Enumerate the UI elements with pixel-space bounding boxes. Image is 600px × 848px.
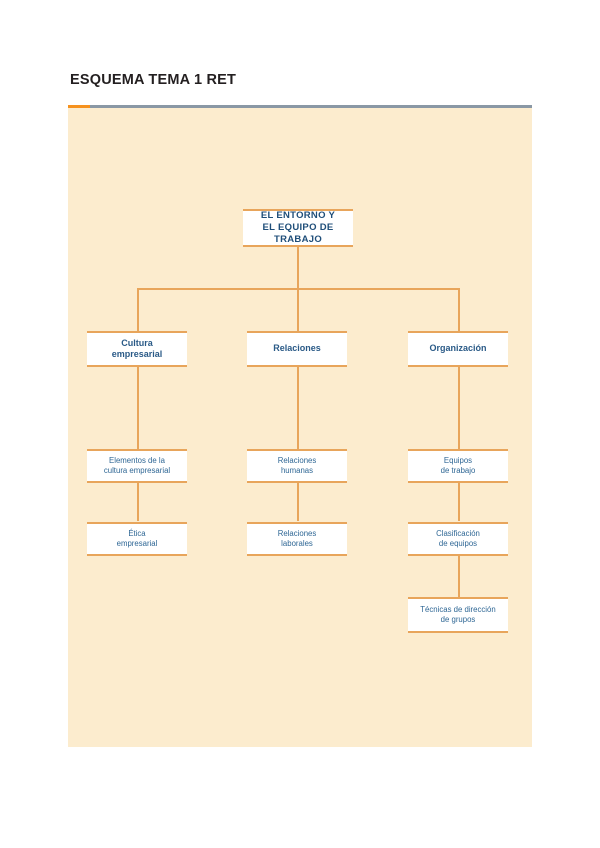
node-relaciones-laborales-label: Relaciones laborales — [277, 529, 317, 548]
node-etica-empresarial[interactable]: Ética empresarial — [87, 522, 187, 556]
connector-bus-to-cultura — [137, 288, 139, 331]
node-equipos-de-trabajo-label: Equipos de trabajo — [440, 456, 476, 475]
node-cultura-empresarial-label: Cultura empresarial — [111, 337, 163, 359]
page-title: ESQUEMA TEMA 1 RET — [70, 72, 237, 88]
title-divider — [68, 105, 532, 108]
node-relaciones-humanas-label: Relaciones humanas — [277, 456, 317, 475]
connector-bus-to-organizacion — [458, 288, 460, 331]
node-cultura-empresarial[interactable]: Cultura empresarial — [87, 331, 187, 367]
node-elementos-cultura-empresarial-label: Elementos de la cultura empresarial — [103, 456, 171, 475]
node-root[interactable]: EL ENTORNO Y EL EQUIPO DE TRABAJO — [243, 209, 353, 247]
connector-equipos-to-clasificacion — [458, 482, 460, 521]
node-tecnicas-de-direccion-de-grupos-label: Técnicas de dirección de grupos — [420, 605, 496, 624]
connector-elementos-to-etica — [137, 482, 139, 521]
node-organizacion[interactable]: Organización — [408, 331, 508, 367]
node-equipos-de-trabajo[interactable]: Equipos de trabajo — [408, 449, 508, 483]
divider-line — [90, 105, 532, 108]
node-etica-empresarial-label: Ética empresarial — [116, 529, 158, 548]
node-clasificacion-de-equipos[interactable]: Clasificación de equipos — [408, 522, 508, 556]
connector-cultura-to-elementos — [137, 357, 139, 449]
divider-accent-segment — [68, 105, 90, 108]
node-relaciones-laborales[interactable]: Relaciones laborales — [247, 522, 347, 556]
connector-humanas-to-laborales — [297, 482, 299, 521]
diagram-panel: EL ENTORNO Y EL EQUIPO DE TRABAJO Cultur… — [68, 108, 532, 747]
node-relaciones-label: Relaciones — [273, 343, 321, 354]
connector-organizacion-to-equipos — [458, 357, 460, 449]
connector-root-down — [297, 247, 299, 289]
node-tecnicas-de-direccion-de-grupos[interactable]: Técnicas de dirección de grupos — [408, 597, 508, 633]
connector-relaciones-to-humanas — [297, 357, 299, 449]
node-elementos-cultura-empresarial[interactable]: Elementos de la cultura empresarial — [87, 449, 187, 483]
node-organizacion-label: Organización — [429, 343, 487, 354]
node-relaciones[interactable]: Relaciones — [247, 331, 347, 367]
node-relaciones-humanas[interactable]: Relaciones humanas — [247, 449, 347, 483]
node-root-label: EL ENTORNO Y EL EQUIPO DE TRABAJO — [260, 210, 336, 245]
connector-bus-to-relaciones — [297, 288, 299, 331]
connector-clasificacion-to-tecnicas — [458, 556, 460, 598]
node-clasificacion-de-equipos-label: Clasificación de equipos — [436, 529, 480, 548]
